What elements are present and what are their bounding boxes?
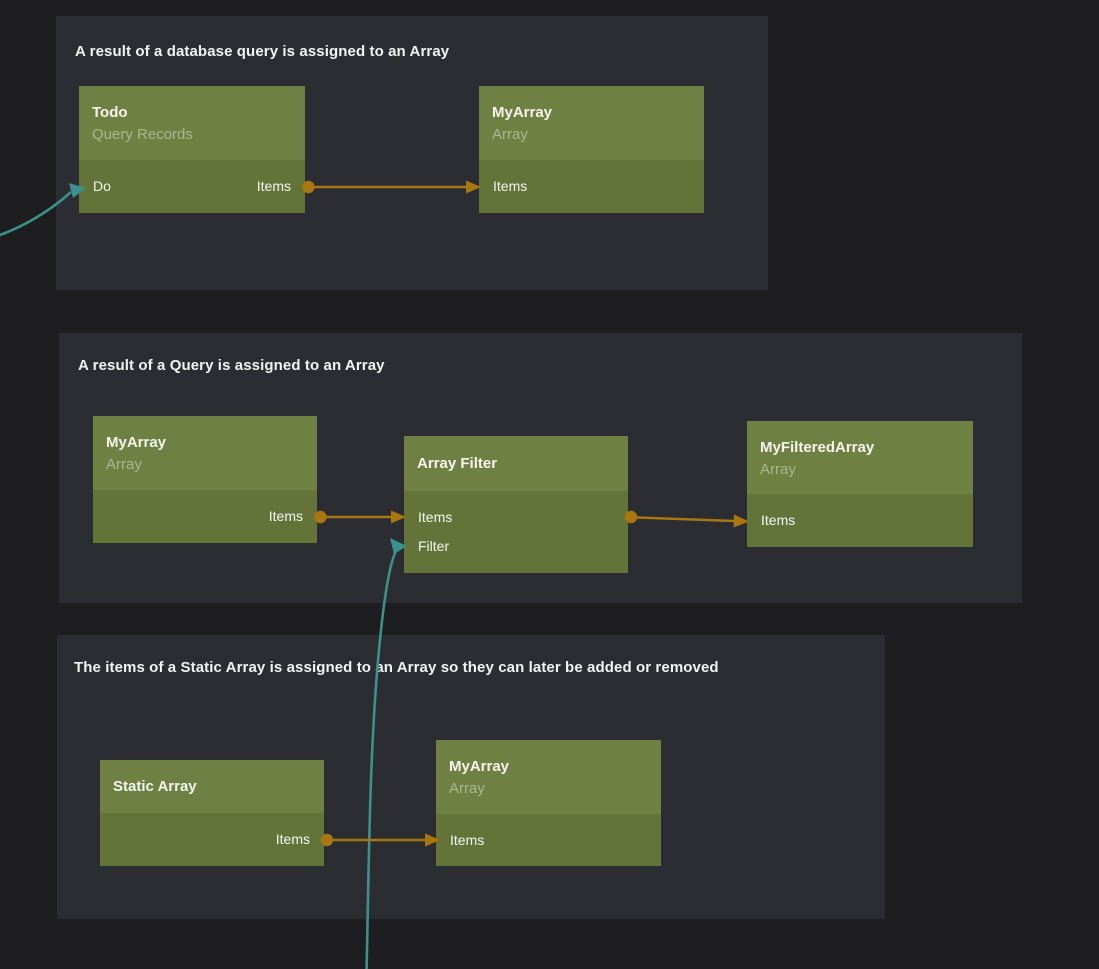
node-title: MyArray [449,758,510,775]
port-row: Items [436,826,661,855]
node-title: Static Array [113,778,197,795]
node-ports: Items Filter [404,491,628,561]
node-header: Static Array [100,760,324,813]
node-ports: Do Items [79,160,305,201]
port-items-output[interactable]: Items [275,831,310,847]
node-title: Array Filter [417,455,498,472]
node-header: MyArray Array [436,740,661,814]
node-header: MyArray Array [93,416,317,490]
node-ports: Items [93,490,317,531]
port-filter-input[interactable]: Filter [418,538,450,554]
port-items-output[interactable]: Items [268,508,303,524]
port-items-input[interactable]: Items [418,509,453,525]
connection-line[interactable] [365,548,399,969]
port-row: Items [479,172,704,201]
node-myarray-g3[interactable]: MyArray Array Items [436,740,661,866]
node-subtitle: Array [492,126,528,143]
connection-line[interactable] [0,191,72,237]
node-title: MyArray [492,104,553,121]
port-row: Filter [404,532,628,561]
node-myarray-g2[interactable]: MyArray Array Items [93,416,317,543]
port-row: Items [100,825,324,854]
port-do-input[interactable]: Do [93,178,111,194]
node-header: MyFilteredArray Array [747,421,973,494]
node-title: MyArray [106,434,167,451]
group-title: The items of a Static Array is assigned … [74,659,719,676]
port-items-input[interactable]: Items [450,832,485,848]
node-header: Array Filter [404,436,628,491]
port-items-input[interactable]: Items [761,512,796,528]
node-header: Todo Query Records [79,86,305,160]
node-array-filter[interactable]: Array Filter Items Filter [404,436,628,573]
port-row: Do Items [79,172,305,201]
node-ports: Items [747,494,973,535]
port-items-input[interactable]: Items [493,178,528,194]
node-subtitle: Query Records [92,126,193,143]
node-subtitle: Array [449,780,485,797]
node-subtitle: Array [760,461,796,478]
node-myarray-g1[interactable]: MyArray Array Items [479,86,704,213]
node-subtitle: Array [106,456,142,473]
node-static-array[interactable]: Static Array Items [100,760,324,866]
node-ports: Items [436,814,661,855]
port-items-output[interactable]: Items [256,178,291,194]
port-row: Items [404,503,628,532]
node-header: MyArray Array [479,86,704,160]
node-title: Todo [92,104,128,121]
port-row: Items [93,502,317,531]
port-row: Items [747,506,973,535]
node-ports: Items [100,813,324,854]
node-ports: Items [479,160,704,201]
node-todo-query-records[interactable]: Todo Query Records Do Items [79,86,305,213]
node-myfilteredarray[interactable]: MyFilteredArray Array Items [747,421,973,547]
group-title: A result of a Query is assigned to an Ar… [78,357,385,374]
connection-line[interactable] [636,516,735,523]
node-title: MyFilteredArray [760,439,875,456]
group-title: A result of a database query is assigned… [75,43,450,60]
